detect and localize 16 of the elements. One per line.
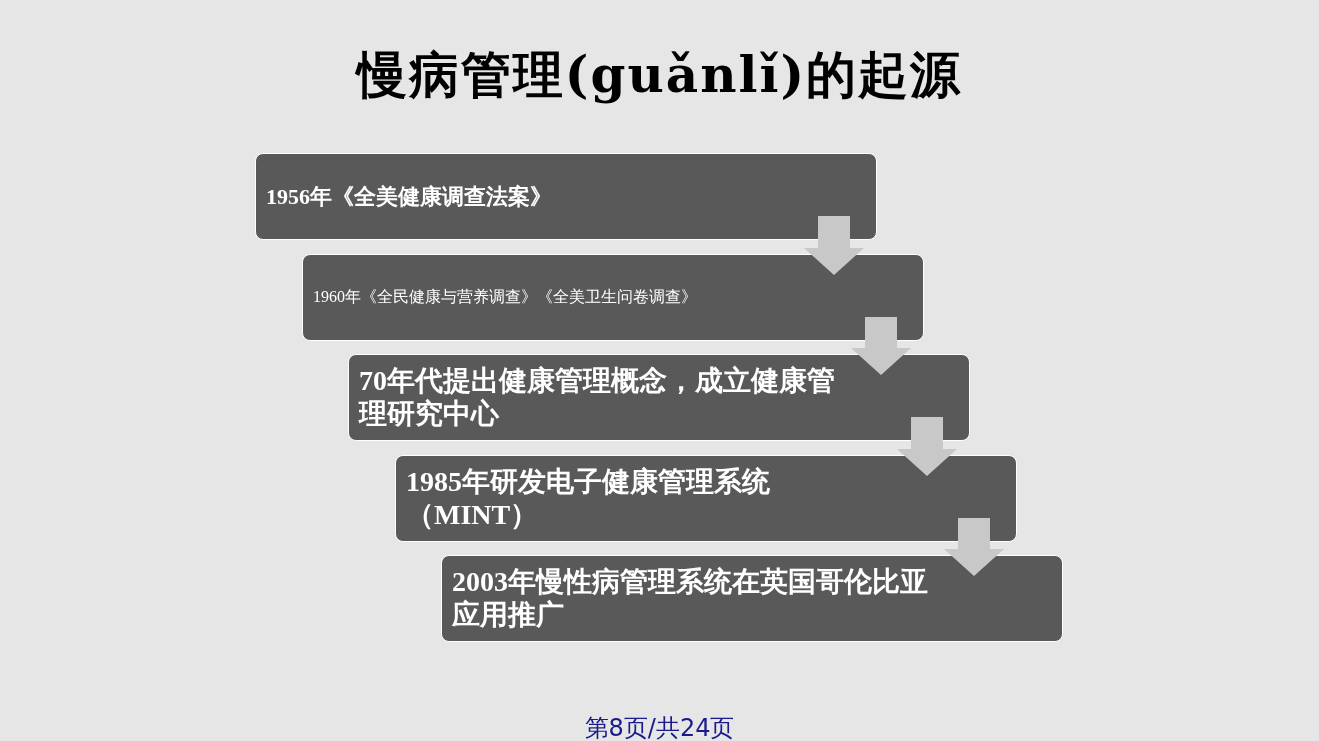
timeline-text: 70年代提出健康管理概念，成立健康管理研究中心 <box>359 365 836 430</box>
timeline-box <box>441 555 1063 642</box>
timeline-box <box>348 354 970 441</box>
timeline-text: 1960年《全民健康与营养调查》《全美卫生问卷调查》 <box>313 288 697 307</box>
timeline-text: 1956年《全美健康调查法案》 <box>266 183 552 210</box>
timeline-box <box>395 455 1017 542</box>
timeline-text: 1985年研发电子健康管理系统（MINT） <box>406 466 771 531</box>
block-arrow <box>851 317 911 375</box>
page-number: 第8页/共24页 <box>583 713 736 741</box>
timeline-box <box>255 153 877 240</box>
slide-title: 慢病管理(guǎnlǐ)的起源 <box>354 44 964 106</box>
timeline-box <box>302 254 924 341</box>
timeline-text: 2003年慢性病管理系统在英国哥伦比亚应用推广 <box>452 566 929 631</box>
block-arrow <box>944 518 1004 576</box>
block-arrow <box>804 216 864 275</box>
block-arrow <box>897 417 957 476</box>
